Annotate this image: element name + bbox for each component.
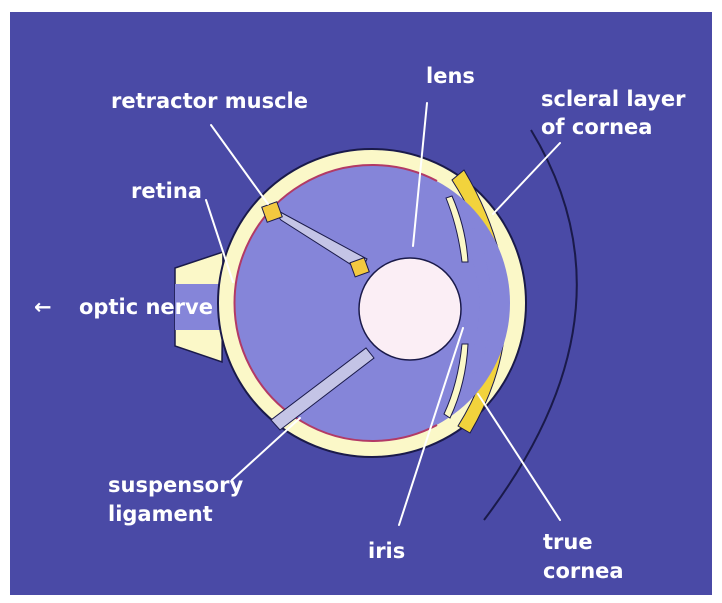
label-iris: iris <box>368 539 405 563</box>
label-optic-nerve: optic nerve <box>79 295 213 319</box>
label-of-cornea: of cornea <box>541 115 652 139</box>
label-retractor-muscle: retractor muscle <box>111 89 308 113</box>
optic-nerve-arrow: ← <box>34 295 52 319</box>
lens <box>359 258 461 360</box>
label-lens: lens <box>426 64 475 88</box>
label-scleral-layer: scleral layer <box>541 87 686 111</box>
label-ligament: ligament <box>108 502 213 526</box>
label-true: true <box>543 530 593 554</box>
label-suspensory: suspensory <box>108 473 243 497</box>
label-cornea: cornea <box>543 559 624 583</box>
label-retina: retina <box>131 179 202 203</box>
